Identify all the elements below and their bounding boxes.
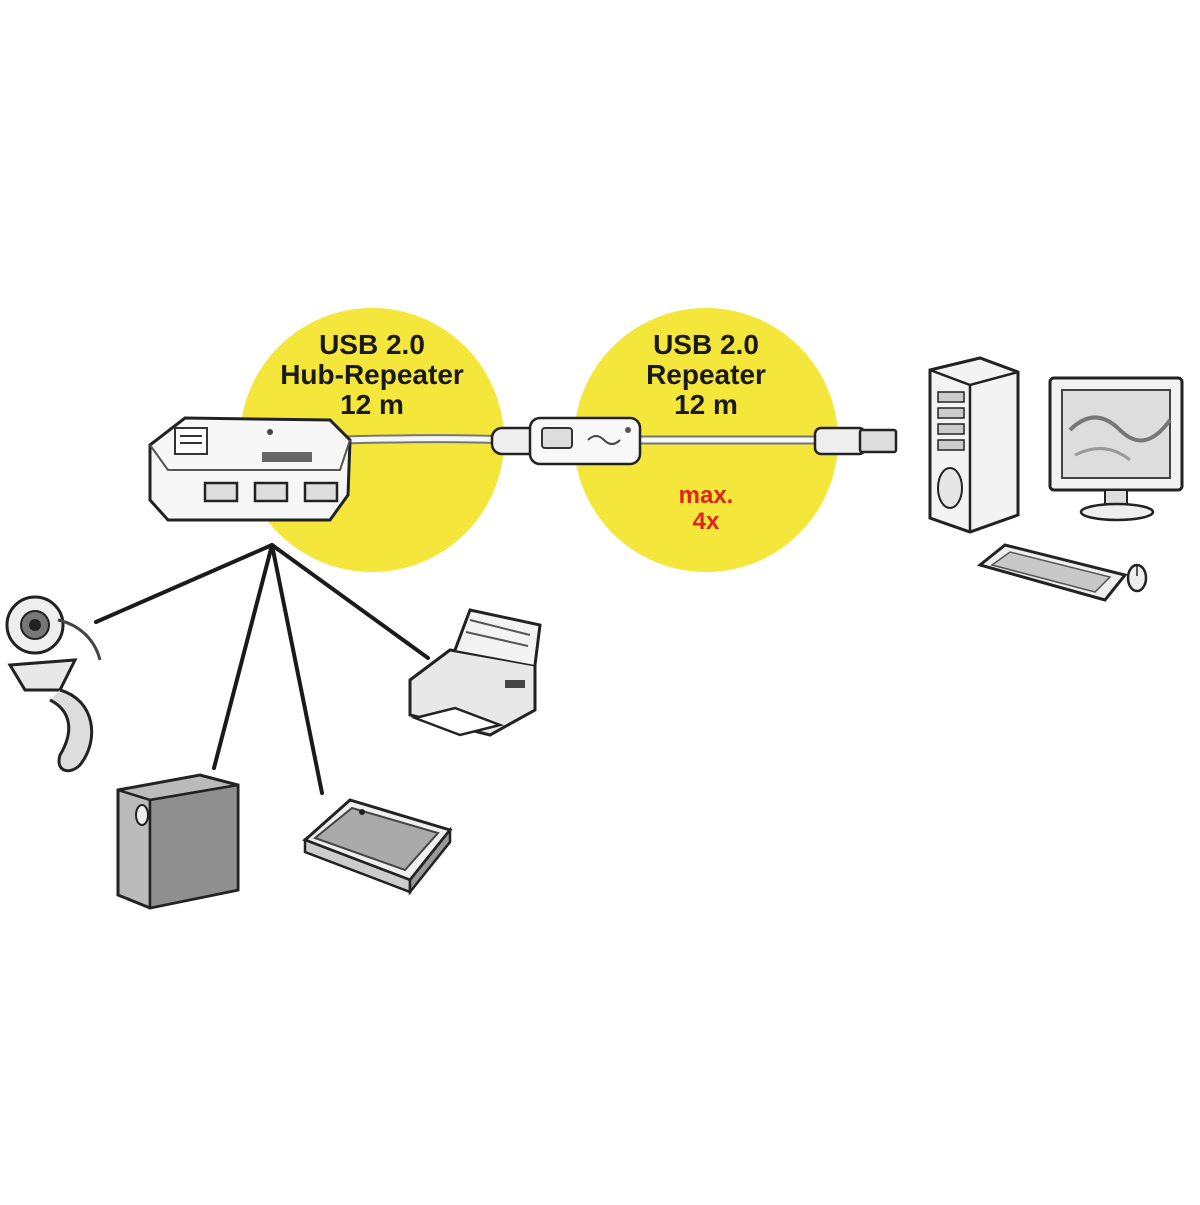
repeater-length: 12 m — [674, 389, 738, 421]
max-label: max. — [678, 482, 734, 509]
repeater-label: USB 2.0 Repeater 12 m — [581, 329, 831, 421]
repeater-standard: USB 2.0 — [653, 329, 759, 360]
hub-repeater-label: USB 2.0 Hub-Repeater 12 m — [247, 329, 497, 421]
hub-repeater-length: 12 m — [340, 389, 404, 421]
webcam-icon — [5, 595, 102, 773]
external-drive-icon — [116, 773, 240, 910]
hub-repeater-name: Hub-Repeater — [280, 359, 464, 391]
pc-tower-icon — [928, 356, 1020, 534]
max-repeater-count-label: max. 4x — [641, 483, 771, 535]
monitor-icon — [1048, 376, 1184, 522]
usb-hub-icon — [148, 416, 352, 522]
scanner-icon — [302, 798, 453, 896]
mouse-icon — [1126, 563, 1148, 593]
repeater-cable-icon — [490, 416, 898, 466]
repeater-name: Repeater — [646, 359, 766, 391]
keyboard-icon — [976, 543, 1128, 602]
printer-icon — [408, 608, 542, 737]
max-count: 4x — [692, 507, 720, 535]
hub-repeater-standard: USB 2.0 — [319, 329, 425, 360]
connection-lines — [94, 543, 430, 795]
